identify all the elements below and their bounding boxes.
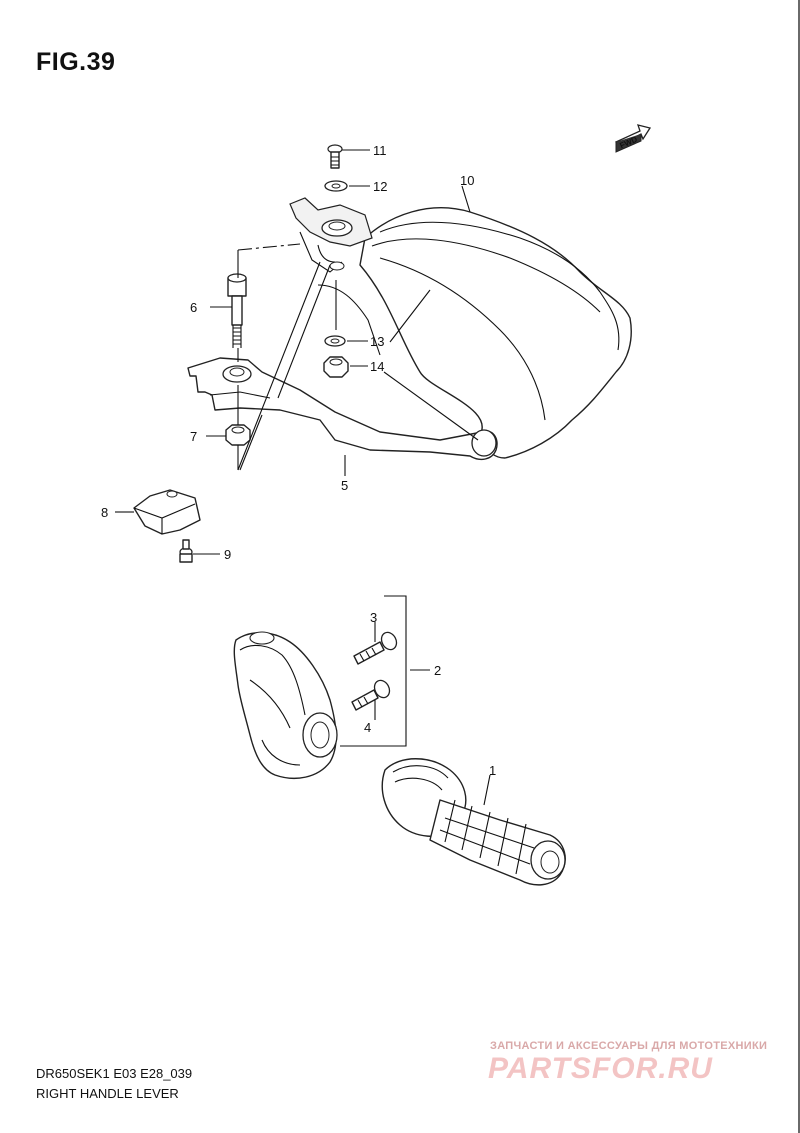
- ref-label: 9: [224, 547, 231, 562]
- screw-4-part: [351, 679, 391, 711]
- ref-label: 5: [341, 478, 348, 493]
- ref-label: 7: [190, 429, 197, 444]
- ref-label: 4: [364, 720, 371, 735]
- ref-label: 13: [370, 334, 384, 349]
- reference-labels: 1 2 3 4 5 6 7 8 9 10 11 12 13 14: [101, 143, 496, 778]
- brake-lever-5-part: [187, 357, 498, 461]
- screw-9-part: [179, 539, 193, 563]
- watermark-logo: PARTSFOR.RU: [488, 1052, 713, 1085]
- ref-label: 12: [373, 179, 387, 194]
- hand-guard-part: [289, 197, 632, 459]
- brake-switch-8-part: [122, 489, 201, 535]
- screw-11-part: [327, 144, 343, 169]
- model-code: DR650SEK1 E03 E28_039: [36, 1066, 193, 1081]
- washer-13-part: [324, 335, 346, 347]
- figure-title: FIG.39: [36, 48, 116, 76]
- ref-label: 10: [460, 173, 474, 188]
- figure-caption: RIGHT HANDLE LEVER: [36, 1086, 179, 1101]
- ref-label: 8: [101, 505, 108, 520]
- fwd-arrow-icon: FWD: [614, 124, 652, 153]
- nut-7-part: [225, 424, 251, 446]
- watermark-tagline: ЗАПЧАСТИ И АКСЕССУАРЫ ДЛЯ МОТОТЕХНИКИ: [490, 1040, 768, 1052]
- nut-14-part: [323, 356, 349, 378]
- fwd-label: FWD: [618, 135, 639, 151]
- ref-label: 3: [370, 610, 377, 625]
- ref-label: 2: [434, 663, 441, 678]
- ref-label: 1: [489, 763, 496, 778]
- leader-lines: [115, 149, 491, 806]
- pivot-bolt-6-part: [227, 273, 247, 348]
- ref-label: 6: [190, 300, 197, 315]
- ref-label: 11: [373, 143, 387, 158]
- throttle-housing-2-part: [233, 631, 338, 779]
- washer-12-part: [324, 180, 348, 192]
- screw-3-part: [353, 631, 398, 665]
- throttle-grip-1-part: [381, 758, 566, 886]
- ref-label: 14: [370, 359, 384, 374]
